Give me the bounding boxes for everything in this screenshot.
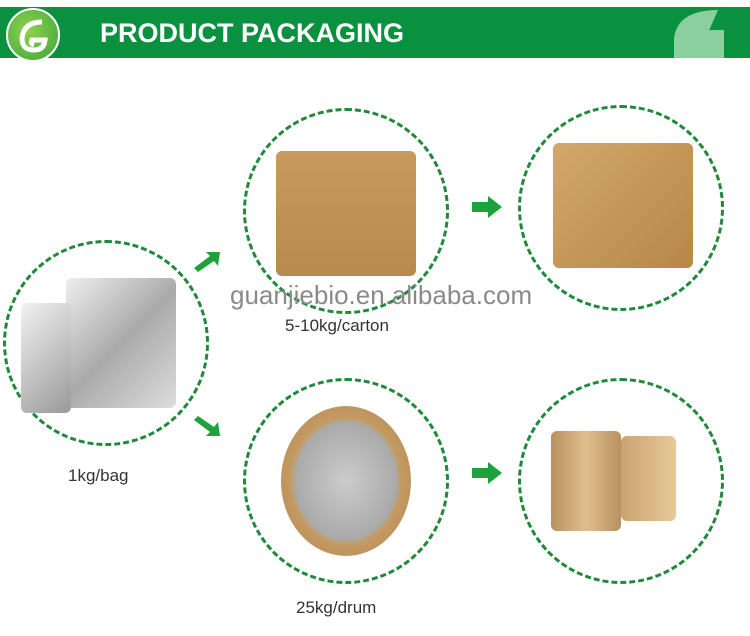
- drum-image: [551, 431, 621, 531]
- logo-watermark-icon: [674, 10, 724, 58]
- drum-top-image: [281, 406, 411, 556]
- green-arrow-icon: [194, 416, 220, 436]
- watermark: guanjiebio.en.alibaba.com: [230, 280, 533, 310]
- carton-label: 5-10kg/carton: [285, 316, 389, 335]
- foil-bag-side-image: [21, 303, 71, 413]
- drum-label: 25kg/drum: [296, 598, 377, 617]
- green-arrow-icon: [194, 252, 220, 272]
- carton-circle: [243, 108, 449, 314]
- bag-label: 1kg/bag: [68, 466, 129, 485]
- box-circle: [518, 105, 724, 311]
- page-title: PRODUCT PACKAGING: [100, 18, 405, 48]
- drum-circle: [518, 378, 724, 584]
- header-bar: [0, 7, 750, 58]
- drum-open-circle: [243, 378, 449, 584]
- drum-open-image: [621, 436, 676, 521]
- bag-circle: [3, 240, 209, 446]
- green-arrow-icon: [472, 196, 502, 218]
- green-arrow-icon: [472, 462, 502, 484]
- sealed-carton-image: [553, 143, 693, 268]
- logo-icon: [6, 8, 60, 62]
- foil-bag-image: [66, 278, 176, 408]
- open-carton-image: [276, 151, 416, 276]
